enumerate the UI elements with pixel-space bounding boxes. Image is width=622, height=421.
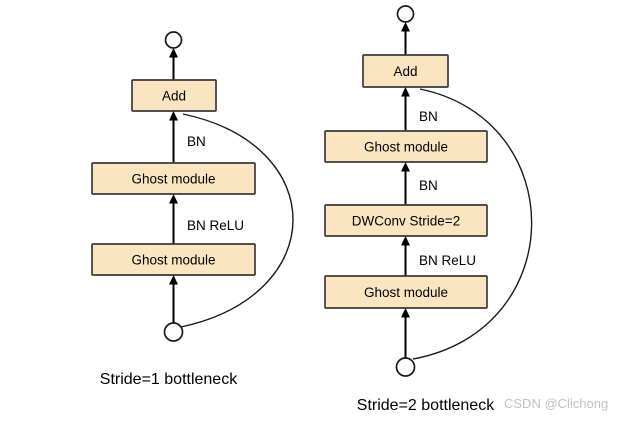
dwconv-box (324, 204, 488, 237)
output-terminal-circle (164, 31, 183, 49)
stride2-diagram: Add BN Ghost module BN DWConv Stride=2 B… (324, 5, 533, 414)
arrow-dwconv-to-ghosttop (401, 162, 410, 205)
add-box (131, 79, 217, 112)
stride1-diagram: Add BN Ghost module BN ReLU Ghost module… (91, 31, 294, 388)
bn-lower-edge-label: BN (419, 178, 438, 193)
arrow-head-icon (401, 236, 410, 246)
arrow-add-to-output (401, 22, 410, 55)
output-terminal-circle (396, 5, 415, 23)
skip-connection-arc (180, 113, 294, 328)
arrow-head-icon (169, 194, 178, 204)
arrow-add-to-output (169, 48, 178, 80)
arrow-head-icon (169, 111, 178, 121)
bn-upper-edge-label: BN (419, 109, 438, 124)
input-terminal-circle (163, 322, 184, 342)
arrow-head-icon (401, 162, 410, 172)
ghost-module-bottom-label: Ghost module (364, 285, 448, 300)
watermark-text: CSDN @Clichong (504, 396, 608, 411)
input-terminal-circle (395, 357, 416, 377)
add-box-label: Add (162, 89, 186, 104)
ghost-module-bottom-box (324, 275, 488, 309)
arrow-ghostbottom-to-ghosttop (169, 194, 178, 244)
stride2-caption: Stride=2 bottleneck (357, 397, 495, 414)
arrow-head-icon (401, 87, 410, 97)
arrow-head-icon (401, 22, 410, 32)
add-box-label: Add (393, 64, 417, 79)
bn-relu-edge-label: BN ReLU (419, 253, 476, 268)
ghost-module-top-box (324, 130, 488, 163)
arrow-ghosttop-to-add (169, 111, 178, 163)
ghost-module-top-label: Ghost module (131, 172, 215, 187)
arrow-input-to-ghostbottom (169, 275, 178, 323)
ghost-module-bottom-label: Ghost module (131, 253, 215, 268)
arrow-ghostbottom-to-dwconv (401, 236, 410, 276)
ghost-module-top-label: Ghost module (364, 140, 448, 155)
arrow-head-icon (169, 48, 178, 58)
dwconv-box-label: DWConv Stride=2 (352, 214, 460, 229)
stride1-caption: Stride=1 bottleneck (100, 371, 238, 388)
arrow-input-to-ghostbottom (401, 308, 410, 358)
arrow-head-icon (169, 275, 178, 285)
arrow-head-icon (401, 308, 410, 318)
bn-relu-edge-label: BN ReLU (187, 218, 244, 233)
arrow-ghosttop-to-add (401, 87, 410, 131)
bn-edge-label: BN (187, 134, 206, 149)
skip-connection-arc (412, 88, 533, 360)
